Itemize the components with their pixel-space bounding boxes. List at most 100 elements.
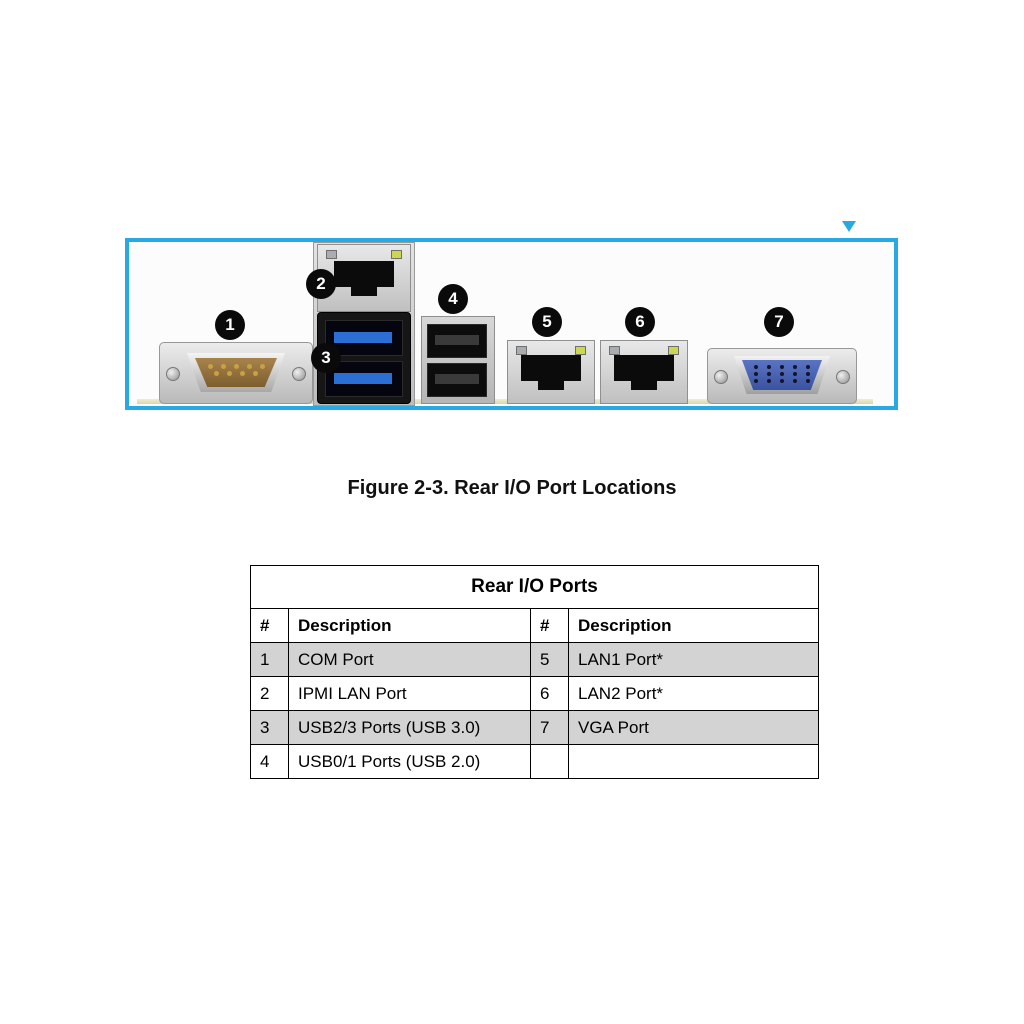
- cell-num: [530, 744, 569, 779]
- table-row: 4 USB0/1 Ports (USB 2.0): [250, 744, 820, 779]
- lan-led-icon: [516, 346, 527, 355]
- pin-dot: [780, 379, 784, 383]
- pin-dot: [806, 365, 810, 369]
- pin-dot: [767, 365, 771, 369]
- pin-dot: [793, 372, 797, 376]
- col-header-desc-right: Description: [567, 608, 820, 643]
- pin-dot: [806, 379, 810, 383]
- pin-dot: [767, 372, 771, 376]
- pin-dot: [240, 371, 245, 376]
- usb-port: [325, 361, 403, 397]
- table-header-row: # Description # Description: [250, 608, 820, 643]
- lan-led-icon: [391, 250, 402, 259]
- cell-desc: USB0/1 Ports (USB 2.0): [288, 744, 531, 779]
- cell-desc: LAN1 Port*: [567, 642, 820, 677]
- table-row: 2 IPMI LAN Port 6 LAN2 Port*: [250, 676, 820, 711]
- table-title-row: Rear I/O Ports: [249, 565, 820, 609]
- pin-dot: [207, 364, 213, 369]
- table-row: 1 COM Port 5 LAN1 Port*: [250, 642, 820, 677]
- rear-io-photo-panel: 1 2 3 4 5 6 7: [125, 238, 898, 410]
- lan1-port-icon: [507, 340, 595, 404]
- pin-dot: [754, 372, 758, 376]
- pointer-triangle-icon: [842, 221, 856, 232]
- col-header-desc-left: Description: [288, 608, 531, 643]
- usb2-ports-icon: [421, 316, 495, 404]
- vga-port-icon: [707, 348, 857, 404]
- pin-dot: [793, 379, 797, 383]
- figure-caption: Figure 2-3. Rear I/O Port Locations: [347, 477, 677, 499]
- cell-desc: LAN2 Port*: [567, 676, 820, 711]
- usb-port: [325, 320, 403, 356]
- cell-num: 3: [250, 710, 289, 745]
- lan-led-icon: [668, 346, 679, 355]
- pin-row: [195, 364, 277, 369]
- pin-dot: [233, 364, 239, 369]
- rj45-opening: [334, 261, 394, 287]
- cell-num: 2: [250, 676, 289, 711]
- callout-5: 5: [532, 307, 562, 337]
- pin-dot: [780, 365, 784, 369]
- cell-desc: USB2/3 Ports (USB 3.0): [288, 710, 531, 745]
- cell-num: 5: [530, 642, 569, 677]
- pin-dot: [780, 372, 784, 376]
- pin-row: [742, 365, 822, 369]
- rj45-tab: [351, 287, 377, 296]
- pin-dot: [214, 371, 219, 376]
- table-row: 3 USB2/3 Ports (USB 3.0) 7 VGA Port: [250, 710, 820, 745]
- pin-dot: [253, 371, 258, 376]
- pin-dot: [754, 379, 758, 383]
- rj45-opening: [614, 355, 674, 381]
- usb-port: [427, 363, 487, 397]
- screw-icon: [714, 370, 728, 384]
- col-header-num-right: #: [530, 608, 569, 643]
- cell-desc: VGA Port: [567, 710, 820, 745]
- callout-2: 2: [306, 269, 336, 299]
- lan-led-icon: [575, 346, 586, 355]
- cell-desc: [567, 744, 820, 779]
- callout-6: 6: [625, 307, 655, 337]
- pin-row: [195, 371, 277, 376]
- pin-row: [742, 372, 822, 376]
- rj45-tab: [538, 381, 564, 390]
- rear-io-table: Rear I/O Ports # Description # Descripti…: [249, 565, 820, 779]
- cell-num: 6: [530, 676, 569, 711]
- pcb-edge: [137, 399, 873, 404]
- vga-insert: [742, 360, 822, 390]
- pin-dot: [227, 371, 232, 376]
- callout-1: 1: [215, 310, 245, 340]
- rj45-tab: [631, 381, 657, 390]
- callout-4: 4: [438, 284, 468, 314]
- usb-tongue: [334, 332, 392, 343]
- ipmi-lan-port-icon: [317, 244, 411, 312]
- lan-led-icon: [609, 346, 620, 355]
- cell-num: 7: [530, 710, 569, 745]
- screw-icon: [166, 367, 180, 381]
- callout-7: 7: [764, 307, 794, 337]
- rj45-opening: [521, 355, 581, 381]
- dsub-insert: [195, 358, 277, 387]
- pin-dot: [806, 372, 810, 376]
- lan2-port-icon: [600, 340, 688, 404]
- cell-num: 4: [250, 744, 289, 779]
- usb-tongue: [435, 374, 479, 384]
- pin-dot: [220, 364, 226, 369]
- cell-desc: COM Port: [288, 642, 531, 677]
- usb-tongue: [334, 373, 392, 384]
- screw-icon: [292, 367, 306, 381]
- table-title: Rear I/O Ports: [249, 565, 820, 609]
- pin-row: [742, 379, 822, 383]
- pin-dot: [767, 379, 771, 383]
- col-header-num-left: #: [250, 608, 289, 643]
- lan-led-icon: [326, 250, 337, 259]
- usb-port: [427, 324, 487, 358]
- pin-dot: [246, 364, 252, 369]
- pin-dot: [754, 365, 758, 369]
- pin-dot: [793, 365, 797, 369]
- cell-desc: IPMI LAN Port: [288, 676, 531, 711]
- cell-num: 1: [250, 642, 289, 677]
- screw-icon: [836, 370, 850, 384]
- callout-3: 3: [311, 343, 341, 373]
- usb-tongue: [435, 335, 479, 345]
- pin-dot: [259, 364, 265, 369]
